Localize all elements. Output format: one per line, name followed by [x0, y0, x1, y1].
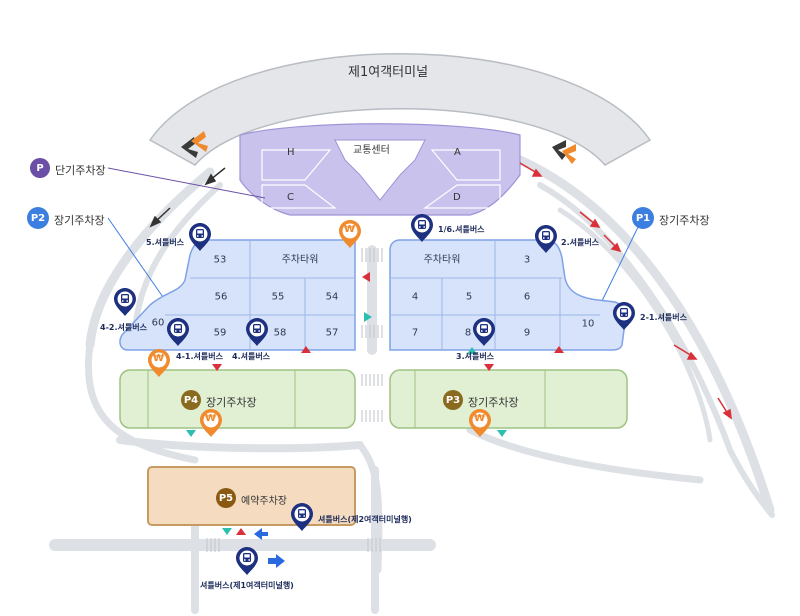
cell-59: 59 [213, 327, 227, 339]
p5-badge: P5 [216, 488, 236, 508]
cell-54: 54 [325, 291, 339, 303]
short-term-badge: P [30, 158, 50, 178]
zone-h-outline [261, 149, 332, 181]
entrance-markers [186, 272, 564, 535]
cell-53: 53 [213, 254, 227, 266]
zone-c-label: C [287, 192, 294, 203]
shuttle-stop-4-label: 4.셔틀버스 [232, 352, 271, 361]
zone-d-outline [423, 184, 501, 209]
leader-short-term [107, 167, 266, 199]
zone-d-label: D [453, 192, 461, 203]
p4-badge: P4 [181, 390, 201, 410]
p4-parking-block [119, 369, 356, 429]
p5-label: 예약주차장 [241, 496, 287, 507]
cell-8: 8 [464, 327, 472, 339]
terminal-name: 제1여객터미널 [348, 65, 429, 80]
east-tower-label: 주차타워 [423, 254, 461, 266]
payment-symbol-4: ₩ [474, 413, 486, 424]
shuttle-stop-t1-icon[interactable] [236, 547, 258, 575]
shuttle-stop-5-label: 5.셔틀버스 [146, 238, 185, 247]
shuttle-stop-2-1-label: 2-1.셔틀버스 [640, 313, 687, 322]
shuttle-stop-t1-label: 셔틀버스(제1여객터미널행) [200, 581, 294, 590]
cell-10: 10 [581, 318, 595, 330]
p2-label: 장기주차장 [54, 214, 105, 227]
road-network [49, 155, 775, 614]
shuttle-stop-1-6-label: 1/6.셔틀버스 [438, 225, 485, 234]
terminal-building [148, 53, 652, 166]
short-term-label: 단기주차장 [55, 164, 106, 177]
crosswalks [206, 248, 383, 552]
direction-arrows-red [519, 162, 732, 420]
shuttle-stop-3-label: 3.셔틀버스 [456, 352, 495, 361]
shuttle-stop-4-1-label: 4-1.셔틀버스 [176, 352, 223, 361]
shuttle-stop-4-2-label: 4-2.셔틀버스 [100, 323, 147, 332]
shuttle-stop-t2-label: 셔틀버스(제2여객터미널행) [318, 515, 412, 524]
cell-58: 58 [273, 327, 287, 339]
shuttle-stop-2-1-icon[interactable] [613, 302, 635, 330]
leader-p1 [599, 222, 641, 306]
shuttle-stop-5-icon[interactable] [189, 223, 211, 251]
cell-57: 57 [325, 327, 339, 339]
zone-h-label: H [287, 147, 295, 158]
zone-c-outline [261, 184, 337, 209]
entry-chevron-left-icon [181, 131, 208, 158]
p3-parking-block [389, 369, 628, 429]
p2-badge: P2 [27, 207, 49, 229]
cell-56: 56 [214, 291, 228, 303]
p4-label: 장기주차장 [206, 396, 257, 409]
p1-badge: P1 [632, 207, 654, 229]
zone-a-label: A [454, 147, 461, 158]
shuttle-stop-3-icon[interactable] [473, 318, 495, 346]
cell-7: 7 [411, 327, 419, 339]
shuttle-stop-2-label: 2.셔틀버스 [561, 238, 600, 247]
zone-a-outline [430, 149, 501, 181]
p1-label: 장기주차장 [659, 214, 710, 227]
leader-p2 [107, 217, 166, 301]
payment-symbol-2: ₩ [153, 353, 165, 364]
payment-symbol-3: ₩ [205, 413, 217, 424]
cell-55: 55 [271, 291, 285, 303]
shuttle-stop-1-6-icon[interactable] [411, 214, 433, 242]
cell-3: 3 [523, 254, 531, 266]
shuttle-stop-2-icon[interactable] [535, 225, 557, 253]
p2-parking-block [119, 239, 356, 351]
entry-chevron-right-icon [552, 140, 576, 164]
west-tower-label: 주차타워 [281, 254, 319, 266]
cell-5: 5 [465, 291, 473, 303]
shuttle-stop-4-2-icon[interactable] [114, 288, 136, 316]
cell-9: 9 [523, 327, 531, 339]
shuttle-stop-4-1-icon[interactable] [167, 318, 189, 346]
cell-60: 60 [151, 317, 165, 329]
p3-label: 장기주차장 [468, 396, 519, 409]
p3-badge: P3 [443, 390, 463, 410]
direction-arrows-black [149, 167, 226, 228]
shuttle-stop-4-icon[interactable] [246, 318, 268, 346]
cell-4: 4 [411, 291, 419, 303]
cell-6: 6 [523, 291, 531, 303]
shuttle-stop-t2-icon[interactable] [291, 503, 313, 531]
p2-grid-lines [165, 240, 355, 350]
payment-symbol-1: ₩ [344, 224, 356, 235]
blue-direction-arrows [254, 528, 285, 568]
transport-center-hall [334, 139, 426, 201]
p1-grid-lines [390, 240, 600, 350]
transport-center-label: 교통센터 [353, 145, 390, 156]
